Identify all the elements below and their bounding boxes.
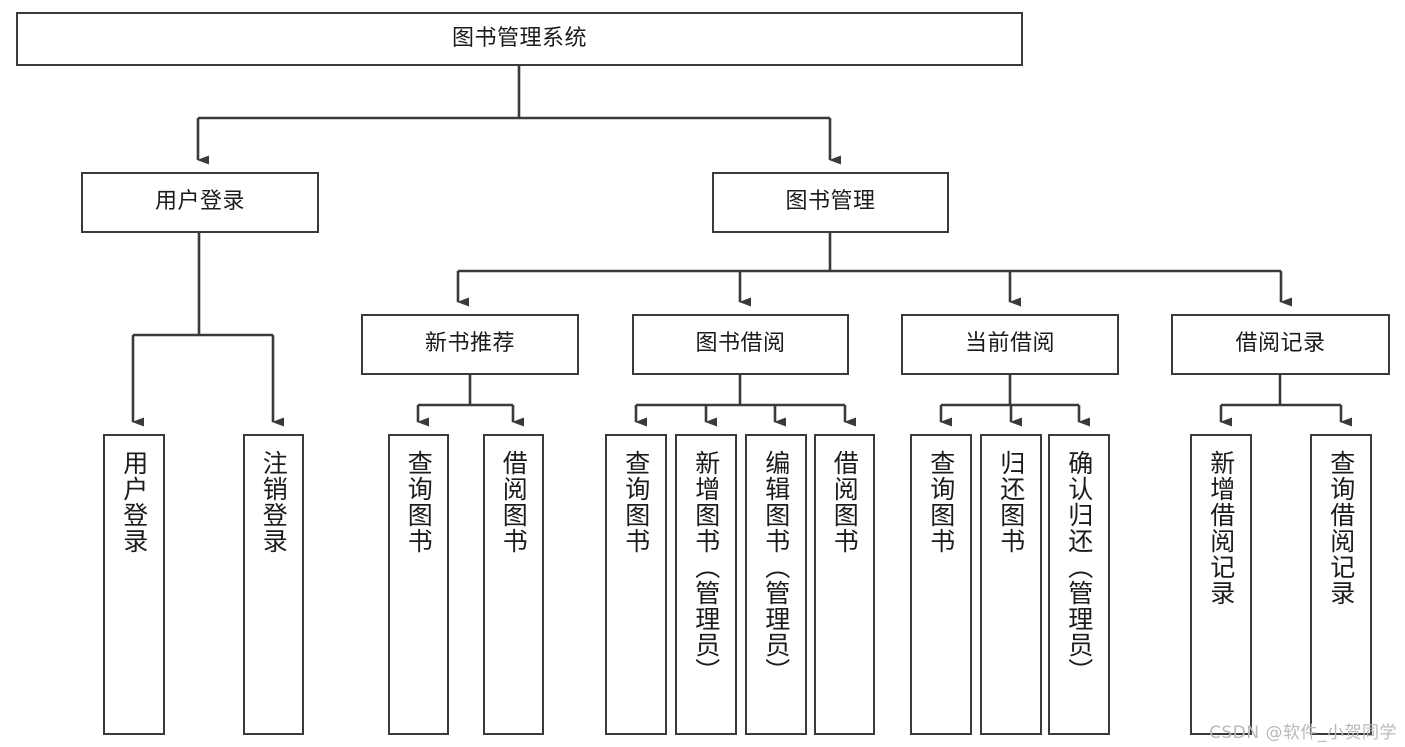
node-leaf-borrow-book[interactable]: 借阅图书 — [814, 434, 875, 735]
node-leaf-return-book[interactable]: 归还图书 — [980, 434, 1042, 735]
node-leaf-borrow-book-recommend[interactable]: 借阅图书 — [483, 434, 544, 735]
node-label: 确认归还（管理员） — [1064, 450, 1094, 684]
node-leaf-edit-book-admin[interactable]: 编辑图书（管理员） — [745, 434, 807, 735]
node-label: 查询借阅记录 — [1326, 450, 1356, 606]
node-label: 查询图书 — [926, 450, 956, 554]
node-current-borrow[interactable]: 当前借阅 — [901, 314, 1119, 375]
node-label: 编辑图书（管理员） — [761, 450, 791, 684]
node-label: 借阅记录 — [1235, 331, 1326, 357]
node-label: 借阅图书 — [830, 450, 860, 554]
watermark: CSDN @软件_小贺同学 — [1209, 723, 1397, 743]
node-label: 用户登录 — [119, 450, 149, 554]
node-label: 新书推荐 — [424, 331, 515, 357]
node-book-management[interactable]: 图书管理 — [712, 172, 949, 233]
node-label: 图书管理系统 — [451, 25, 587, 51]
node-borrow-record[interactable]: 借阅记录 — [1171, 314, 1390, 375]
node-root[interactable]: 图书管理系统 — [16, 12, 1023, 66]
node-leaf-query-book-current[interactable]: 查询图书 — [910, 434, 972, 735]
node-label: 新增借阅记录 — [1206, 450, 1236, 606]
node-label: 归还图书 — [996, 450, 1026, 554]
node-label: 图书借阅 — [695, 331, 786, 357]
node-leaf-query-book-recommend[interactable]: 查询图书 — [388, 434, 449, 735]
node-label: 查询图书 — [404, 450, 434, 554]
node-label: 注销登录 — [259, 450, 289, 554]
node-new-book-recommend[interactable]: 新书推荐 — [361, 314, 579, 375]
node-leaf-user-login[interactable]: 用户登录 — [103, 434, 165, 735]
node-label: 查询图书 — [621, 450, 651, 554]
node-label: 当前借阅 — [964, 331, 1055, 357]
node-leaf-query-book-borrow[interactable]: 查询图书 — [605, 434, 667, 735]
node-user-login[interactable]: 用户登录 — [81, 172, 319, 233]
node-label: 图书管理 — [785, 189, 876, 215]
node-label: 借阅图书 — [499, 450, 529, 554]
node-leaf-add-book-admin[interactable]: 新增图书（管理员） — [675, 434, 737, 735]
node-leaf-add-borrow-record[interactable]: 新增借阅记录 — [1190, 434, 1252, 735]
node-leaf-logout[interactable]: 注销登录 — [243, 434, 304, 735]
node-label: 新增图书（管理员） — [691, 450, 721, 684]
node-label: 用户登录 — [154, 189, 245, 215]
node-leaf-query-borrow-record[interactable]: 查询借阅记录 — [1310, 434, 1372, 735]
node-book-borrow[interactable]: 图书借阅 — [632, 314, 849, 375]
node-leaf-confirm-return-admin[interactable]: 确认归还（管理员） — [1048, 434, 1110, 735]
